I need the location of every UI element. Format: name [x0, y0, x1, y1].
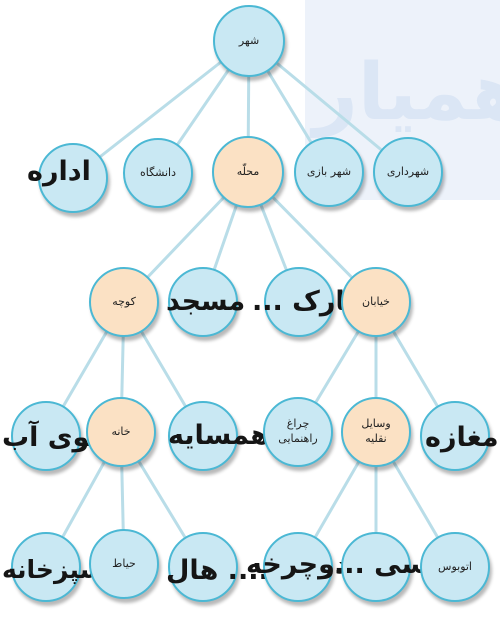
node-shahrdari: شهرداری [373, 137, 443, 207]
node-cheragh: چراغ راهنمایی [263, 397, 333, 467]
node-label: شهر [238, 33, 260, 47]
node-label: اتوبوس [438, 559, 472, 573]
node-vasayel: وسایل نقلیه [341, 397, 411, 467]
node-hayat: حیاط [89, 529, 159, 599]
node-ashpazkhane [11, 532, 81, 602]
node-daneshgah: دانشگاه [123, 138, 193, 208]
node-label: حیاط [112, 556, 136, 570]
node-otobus: اتوبوس [420, 532, 490, 602]
node-khiaban: خیابان [341, 267, 411, 337]
node-kooche: کوچه [89, 267, 159, 337]
node-park [264, 267, 334, 337]
node-label: خیابان [362, 294, 390, 308]
node-jooye-ab [11, 401, 81, 471]
node-masjed [168, 267, 238, 337]
node-edare [38, 143, 108, 213]
node-label: دانشگاه [139, 165, 177, 179]
node-taxi [341, 532, 411, 602]
handwritten-park: پارک ... [252, 286, 356, 317]
node-label: خانه [111, 424, 131, 438]
node-docharkhe [263, 532, 333, 602]
handwritten-docharkhe: دوچرخه [246, 549, 349, 580]
node-label: کوچه [112, 294, 136, 308]
node-label: چراغ راهنمایی [278, 417, 318, 445]
node-label: شهرداری [386, 164, 430, 178]
node-label: شهر بازی [306, 164, 352, 178]
handwritten-edare: اداره [27, 156, 91, 187]
node-hamsaye [168, 401, 238, 471]
node-mahalle: محلّه [212, 136, 284, 208]
node-shahr-bazi: شهر بازی [294, 137, 364, 207]
handwritten-maghaze: مغازه [425, 422, 499, 453]
node-label: محلّه [236, 164, 260, 178]
node-label: وسایل نقلیه [361, 417, 391, 445]
handwritten-hamsaye: همسایه [168, 420, 269, 451]
node-shahr: شهر [213, 5, 285, 77]
node-maghaze [420, 401, 490, 471]
node-hal [168, 532, 238, 602]
node-khane: خانه [86, 397, 156, 467]
handwritten-masjed: مسجد [166, 286, 246, 317]
